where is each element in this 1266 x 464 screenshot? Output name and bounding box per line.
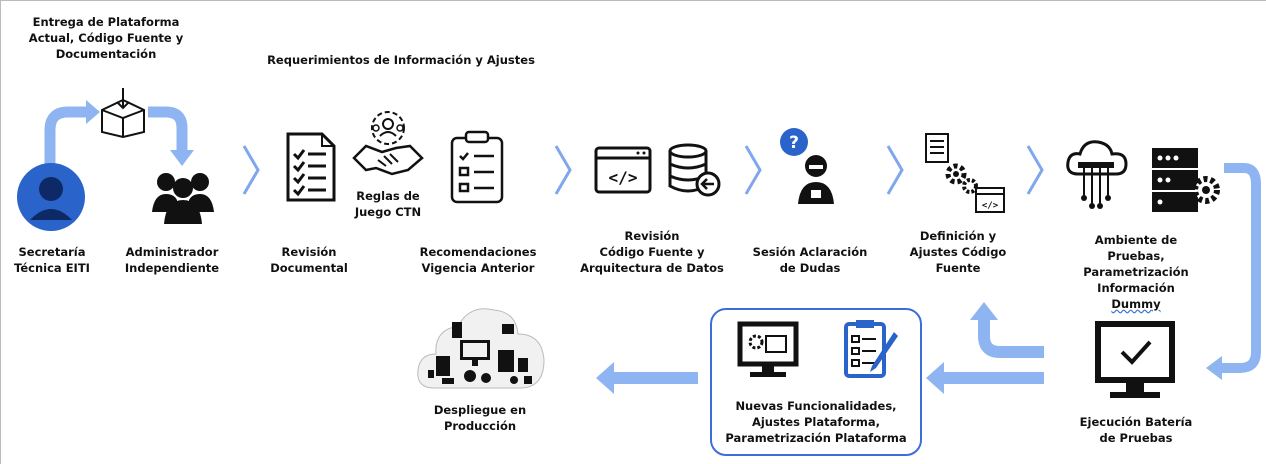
clipboard-checklist-icon	[450, 130, 504, 204]
label-ambiente-text: Ambiente de Pruebas, Parametrización Inf…	[1083, 233, 1189, 295]
arrow-ambiente-to-ejecucion	[1222, 163, 1261, 373]
label-ambiente-pruebas: Ambiente de Pruebas, Parametrización Inf…	[1071, 232, 1201, 312]
label-definicion-ajustes: Definición y Ajustes Código Fuente	[909, 229, 1007, 275]
arrow-secretaria-to-box	[44, 106, 88, 168]
chevron-1	[242, 145, 260, 195]
handshake-gear-icon	[352, 111, 424, 176]
arrow-head-definicion	[970, 302, 998, 320]
label-recomendaciones: Recomendaciones Vigencia Anterior	[419, 245, 537, 275]
label-revision-codigo: Revisión Código Fuente y Arquitectura de…	[580, 229, 724, 275]
nuevas-funcionalidades-box	[710, 308, 922, 456]
label-secretaria: Secretaría Técnica EITI	[14, 245, 90, 275]
package-box-icon	[101, 88, 145, 139]
chevron-4	[886, 145, 904, 195]
cloud-devices-icon	[417, 308, 545, 389]
label-administrador: Administrador Independiente	[124, 245, 220, 275]
task-clipboard-icon	[844, 320, 898, 378]
label-ejecucion-bateria: Ejecución Batería de Pruebas	[1079, 415, 1193, 445]
question-person-icon: ?	[780, 128, 834, 204]
monitor-settings-icon	[737, 321, 799, 377]
arrow-head-box	[86, 100, 100, 124]
label-entrega-plataforma: Entrega de Plataforma Actual, Código Fue…	[28, 15, 184, 61]
label-revision-documental: Revisión Documental	[270, 245, 348, 275]
arrow-head-despliegue	[596, 362, 614, 394]
label-despliegue-produccion: Despliegue en Producción	[433, 403, 527, 433]
question-glyph: ?	[789, 133, 799, 153]
user-avatar-icon	[17, 163, 85, 231]
label-sesion-aclaracion: Sesión Aclaración de Dudas	[752, 245, 868, 275]
arrow-ejecucion-to-definicion	[978, 318, 1044, 358]
label-ambiente-dummy: Dummy	[1111, 297, 1161, 311]
code-glyph-small: </>	[982, 201, 999, 211]
server-gear-icon	[1152, 148, 1220, 212]
document-gear-code-icon: </>	[925, 133, 1005, 213]
cloud-network-icon	[1066, 140, 1128, 209]
code-window-icon: </>	[594, 146, 652, 194]
label-requerimientos: Requerimientos de Información y Ajustes	[267, 53, 535, 67]
arrow-head-admin	[170, 150, 194, 166]
code-glyph: </>	[609, 168, 638, 187]
chevron-3	[744, 145, 762, 195]
arrow-box-to-admin	[148, 106, 188, 152]
arrow-nuevas-to-despliegue	[612, 372, 698, 384]
label-nuevas-funcionalidades: Nuevas Funcionalidades, Ajustes Platafor…	[725, 399, 907, 445]
database-import-icon	[668, 143, 721, 197]
arrow-head-nuevas	[926, 362, 944, 394]
arrow-head-ejecucion	[1206, 356, 1222, 380]
chevron-5	[1026, 145, 1044, 195]
monitor-check-icon	[1095, 321, 1175, 398]
chevron-2	[554, 145, 572, 195]
arrow-ejecucion-to-nuevas	[942, 372, 1044, 384]
label-reglas-juego: Reglas de Juego CTN	[354, 189, 422, 219]
document-checklist-icon	[286, 132, 336, 202]
group-people-icon	[152, 173, 214, 224]
